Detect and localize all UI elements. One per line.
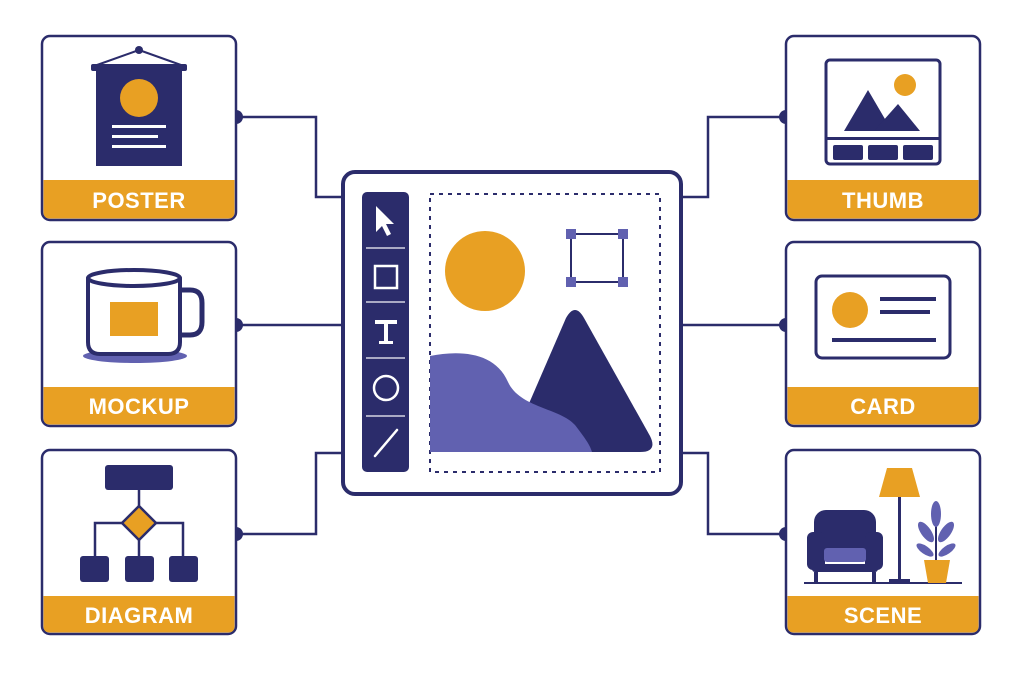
card-label-bar: [43, 180, 235, 219]
card-label-bar: [787, 596, 979, 633]
selection-box[interactable]: [566, 229, 628, 287]
selection-handle[interactable]: [566, 277, 576, 287]
select-tool-icon[interactable]: [376, 206, 394, 236]
card-label-bar: [43, 596, 235, 633]
hill-shape[interactable]: [430, 353, 592, 452]
artboard: [429, 193, 661, 473]
selection-handle[interactable]: [618, 277, 628, 287]
card-card[interactable]: CARD: [784, 240, 982, 428]
card-label: SCENE: [844, 603, 922, 628]
artboard-dashed-border: [429, 193, 661, 473]
card-mockup[interactable]: MOCKUP: [40, 240, 238, 428]
card-label: THUMB: [842, 188, 924, 213]
card-poster[interactable]: POSTER: [40, 34, 238, 222]
editor-toolbar: [362, 192, 409, 472]
card-diagram[interactable]: DIAGRAM: [40, 448, 238, 636]
card-label: MOCKUP: [89, 394, 190, 419]
text-tool-icon[interactable]: [375, 320, 397, 344]
line-tool-icon[interactable]: [373, 428, 399, 458]
thumbnail-gallery-icon: [824, 58, 942, 166]
selection-handle[interactable]: [566, 229, 576, 239]
mug-icon: [83, 268, 205, 363]
card-scene[interactable]: SCENE: [784, 448, 982, 636]
connector-poster: [236, 115, 344, 199]
connectors: [236, 115, 786, 536]
card-label-bar: [787, 387, 979, 425]
connector-diagram: [236, 451, 344, 536]
connector-scene: [681, 451, 786, 536]
card-label-bar: [787, 180, 979, 219]
card-label: CARD: [850, 394, 916, 419]
sun-shape[interactable]: [445, 231, 525, 311]
editor-window: [341, 170, 683, 496]
rectangle-tool-icon[interactable]: [373, 264, 399, 290]
poster-icon: [91, 46, 187, 166]
ellipse-tool-icon[interactable]: [372, 374, 400, 402]
card-label: POSTER: [92, 188, 185, 213]
card-label: DIAGRAM: [85, 603, 194, 628]
card-thumb[interactable]: THUMB: [784, 34, 982, 222]
flowchart-icon: [80, 465, 198, 582]
connector-thumb: [681, 115, 786, 199]
selection-handle[interactable]: [618, 229, 628, 239]
card-label-bar: [43, 387, 235, 425]
business-card-icon: [814, 274, 952, 360]
room-scene-icon: [804, 468, 962, 584]
